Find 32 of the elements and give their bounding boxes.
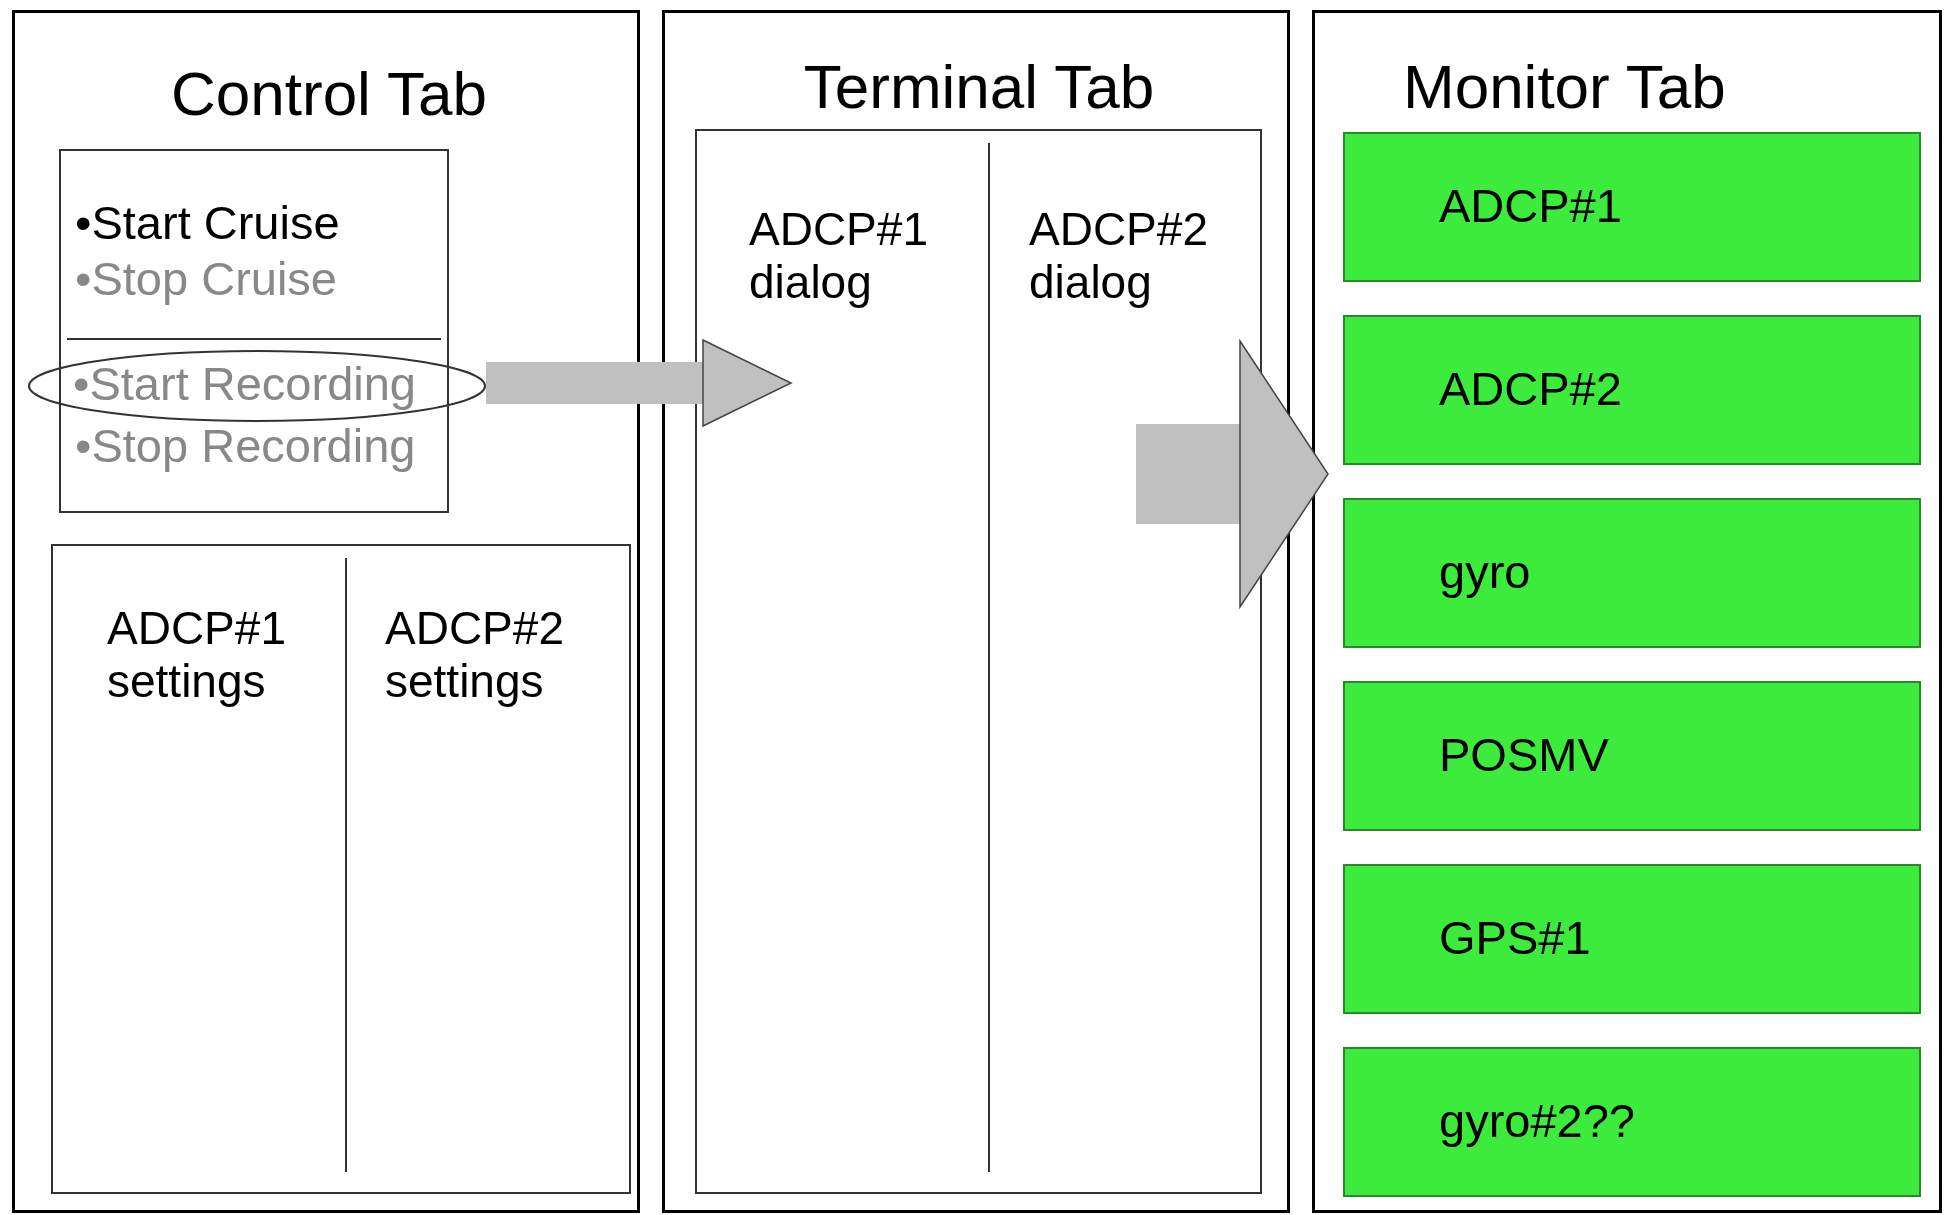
dialog-panel — [695, 129, 1262, 1194]
tab-panel — [1312, 10, 1942, 1213]
tab-panel — [662, 10, 1290, 1213]
status-label: gyro — [1439, 545, 1531, 600]
status-label: gyro#2?? — [1439, 1094, 1635, 1149]
block-arrow — [486, 339, 792, 427]
menu-item: •Start Cruise — [75, 196, 340, 251]
column-heading: ADCP#2 settings — [385, 602, 565, 708]
block-arrow — [1136, 340, 1329, 608]
status-box — [1343, 1047, 1921, 1197]
status-label: ADCP#2 — [1439, 362, 1622, 417]
panel-title: Terminal Tab — [802, 51, 1156, 123]
status-label: ADCP#1 — [1439, 179, 1622, 234]
status-box — [1343, 315, 1921, 465]
column-heading: ADCP#2 dialog — [1029, 203, 1209, 309]
highlight-ellipse — [28, 350, 486, 422]
panel-title: Control Tab — [170, 58, 488, 130]
tab-panel — [12, 10, 640, 1213]
settings-panel — [51, 544, 631, 1194]
column-heading: ADCP#1 settings — [107, 602, 287, 708]
status-label: GPS#1 — [1439, 911, 1591, 966]
status-box — [1343, 132, 1921, 282]
menu-box — [59, 149, 449, 513]
menu-item: •Stop Recording — [75, 419, 416, 474]
status-box — [1343, 498, 1921, 648]
column-heading: ADCP#1 dialog — [749, 203, 929, 309]
status-label: POSMV — [1439, 728, 1609, 783]
status-box — [1343, 681, 1921, 831]
panel-title: Monitor Tab — [1403, 51, 1726, 123]
menu-item: •Stop Cruise — [75, 252, 337, 307]
status-box — [1343, 864, 1921, 1014]
menu-item: •Start Recording — [73, 357, 416, 412]
